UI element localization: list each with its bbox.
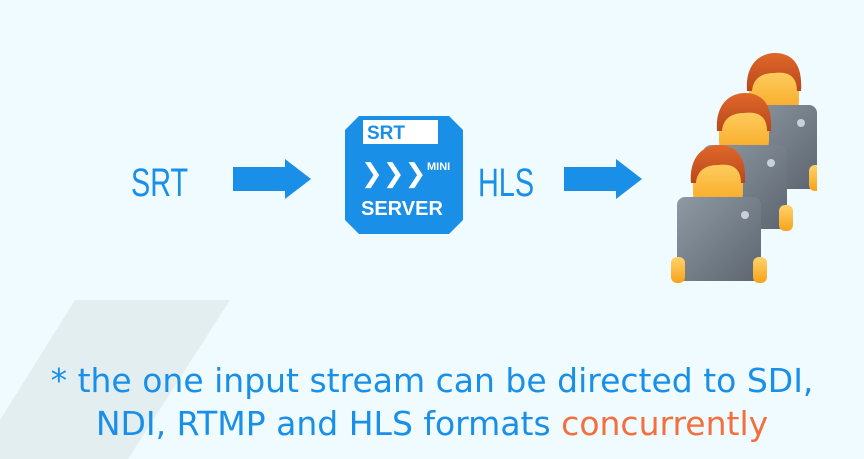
logo-top-text: SRT — [367, 123, 405, 144]
right-arrow-icon — [564, 159, 642, 199]
output-format-label: HLS — [478, 161, 535, 205]
footnote-line-1: * the one input stream can be directed t… — [50, 361, 814, 400]
viewers-with-laptops-icon — [671, 53, 817, 283]
footnote-line-2: NDI, RTMP and HLS formats concurrently — [0, 402, 864, 445]
srt-mini-server-logo: SRT ❯❯❯ MINI SERVER — [345, 116, 463, 234]
footnote: * the one input stream can be directed t… — [0, 359, 864, 445]
logo-bottom-text: SERVER — [361, 198, 443, 220]
logo-badge-text: MINI — [427, 161, 450, 173]
input-format-label: SRT — [131, 161, 189, 205]
right-arrow-icon — [233, 159, 311, 199]
footnote-highlight: concurrently — [561, 404, 769, 443]
logo-chevrons: ❯❯❯ — [361, 159, 426, 189]
footnote-line-2-main: NDI, RTMP and HLS formats — [95, 404, 562, 443]
